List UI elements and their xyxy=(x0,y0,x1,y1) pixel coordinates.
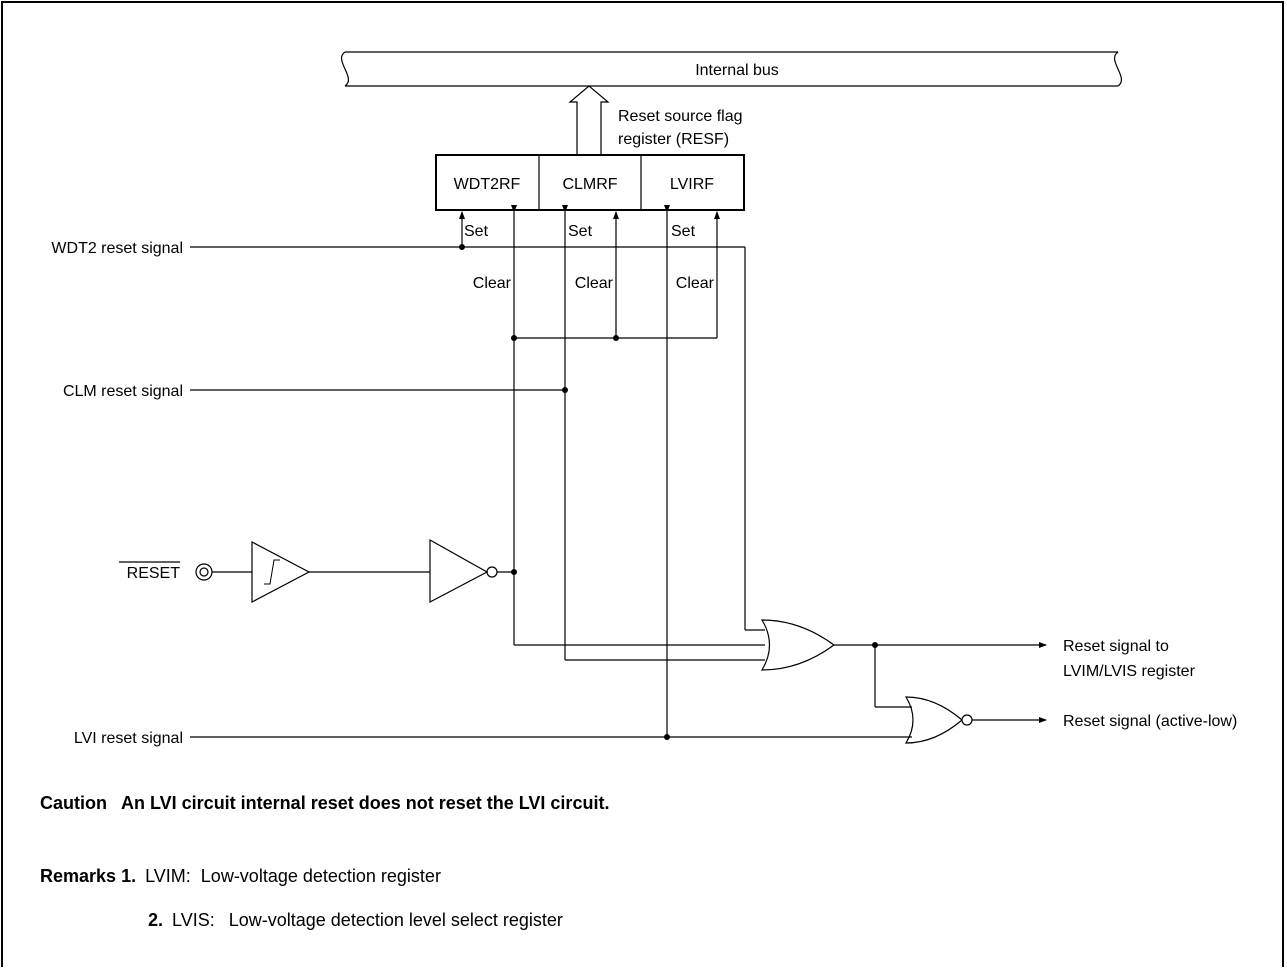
remark-1-term: LVIM: xyxy=(145,866,191,886)
caution-note: Caution An LVI circuit internal reset doe… xyxy=(40,793,609,814)
caution-label: Caution xyxy=(40,793,107,813)
clear-label-3: Clear xyxy=(676,275,715,292)
internal-bus xyxy=(341,51,1122,87)
clm-reset-label: CLM reset signal xyxy=(63,383,183,400)
reset-pin-label: RESET xyxy=(127,565,181,582)
inverter-icon xyxy=(429,538,489,603)
output-lvim-line1: Reset signal to xyxy=(1063,638,1169,655)
remark-2-desc: Low-voltage detection level select regis… xyxy=(228,910,563,930)
clear-label-2: Clear xyxy=(575,275,614,292)
caution-text: An LVI circuit internal reset does not r… xyxy=(121,793,610,813)
nor-gate-icon xyxy=(904,696,963,744)
cell-wdt2rf: WDT2RF xyxy=(454,176,521,193)
lvi-reset-label: LVI reset signal xyxy=(74,730,183,747)
register-label-line1: Reset source flag xyxy=(618,108,743,125)
cell-lvirf: LVIRF xyxy=(670,176,714,193)
bus-arrow xyxy=(568,85,610,155)
remark-2-term: LVIS: xyxy=(172,910,215,930)
remark-1-desc: Low-voltage detection register xyxy=(200,866,441,886)
remarks-label: Remarks xyxy=(40,866,117,886)
resf-register xyxy=(435,154,745,211)
remark-2: 2. LVIS: Low-voltage detection level sele… xyxy=(148,910,563,931)
register-label-line2: register (RESF) xyxy=(618,131,729,148)
cell-clmrf: CLMRF xyxy=(562,176,617,193)
remark-1-num: 1. xyxy=(121,866,137,886)
remark-1: Remarks 1. LVIM: Low-voltage detection re… xyxy=(40,866,441,887)
wdt2-reset-label: WDT2 reset signal xyxy=(51,240,183,257)
bus-label: Internal bus xyxy=(695,62,779,79)
clear-label-1: Clear xyxy=(473,275,512,292)
set-label-3: Set xyxy=(671,223,696,240)
schmitt-trigger-icon xyxy=(251,541,311,603)
remark-2-num: 2. xyxy=(148,910,164,930)
set-label-2: Set xyxy=(568,223,593,240)
or-gate-icon xyxy=(760,619,836,671)
output-active-low: Reset signal (active-low) xyxy=(1063,713,1237,730)
output-lvim-line2: LVIM/LVIS register xyxy=(1063,663,1196,680)
set-label-1: Set xyxy=(464,223,489,240)
reset-pin-icon xyxy=(195,563,213,581)
